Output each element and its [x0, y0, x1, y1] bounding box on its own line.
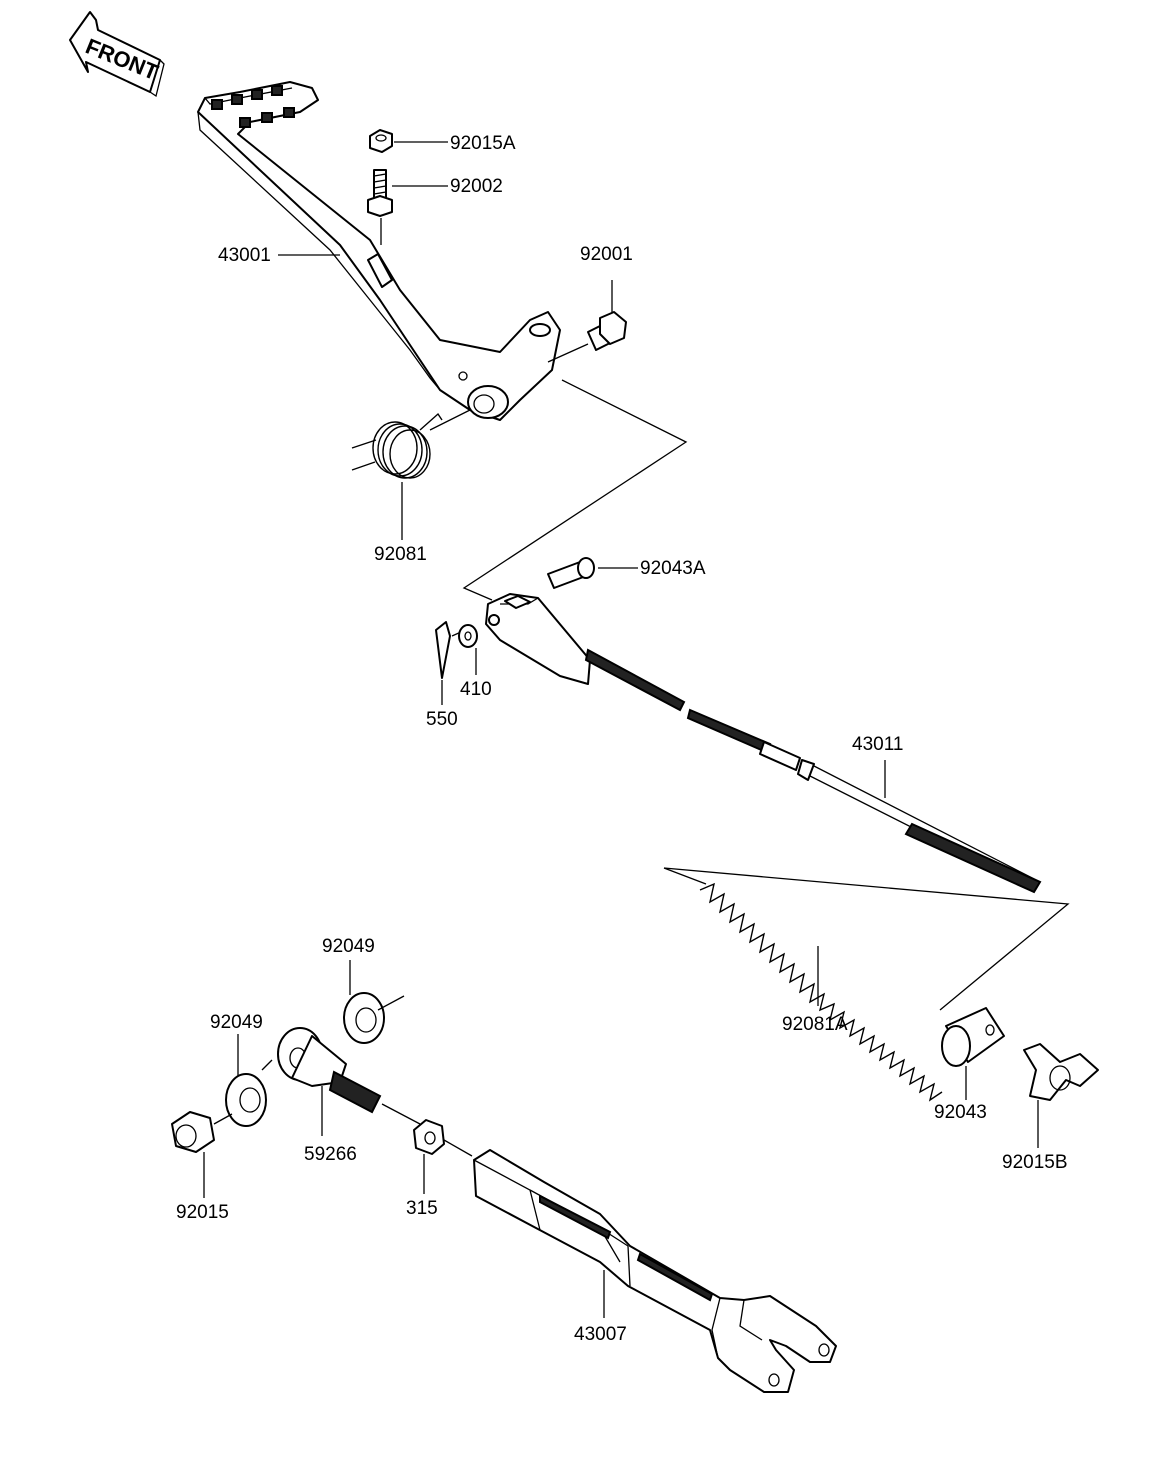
label-92015: 92015 [176, 1202, 229, 1223]
seal-92049-left: 92049 [210, 1012, 267, 1127]
label-59266: 59266 [304, 1144, 357, 1165]
seal-92049-top: 92049 [322, 936, 405, 1044]
label-43001: 43001 [218, 245, 271, 266]
label-92015A: 92015A [450, 133, 516, 154]
nut-92015A: 92015A [369, 129, 516, 154]
label-410: 410 [460, 679, 492, 700]
label-92049-top: 92049 [322, 936, 375, 957]
nut-315: 315 [406, 1119, 473, 1219]
label-92081: 92081 [374, 544, 427, 565]
label-92049-left: 92049 [210, 1012, 263, 1033]
label-315: 315 [406, 1198, 438, 1219]
spring-92081A: 92081A [699, 882, 943, 1102]
label-92002: 92002 [450, 176, 503, 197]
wing-nut-92015B: 92015B [1002, 1043, 1099, 1173]
trunnion-92043: 92043 [934, 1007, 1005, 1123]
brake-rod-43011: 43011 [584, 648, 1042, 894]
tension-rod-43007: 43007 [473, 1149, 837, 1393]
bolt-92001: 92001 [547, 244, 633, 363]
label-92043: 92043 [934, 1102, 987, 1123]
front-arrow-icon: FRONT [69, 11, 165, 98]
rod-clevis [485, 593, 591, 685]
brake-pedal-43001 [197, 81, 561, 421]
spring-92081: 92081 [351, 409, 471, 565]
washer-410: 410 [458, 624, 492, 700]
label-92081A: 92081A [782, 1014, 848, 1035]
pin-92043A: 92043A [547, 557, 706, 589]
label-550: 550 [426, 709, 458, 730]
label-92015B: 92015B [1002, 1152, 1068, 1173]
label-92001: 92001 [580, 244, 633, 265]
cotter-pin-550: 550 [426, 621, 471, 730]
nut-92015: 92015 [171, 1111, 233, 1223]
label-43011: 43011 [852, 734, 903, 755]
bolt-92002: 92002 [367, 169, 503, 245]
label-92043A: 92043A [640, 558, 706, 579]
rod-end-59266: 59266 [261, 1027, 421, 1165]
label-43007: 43007 [574, 1324, 627, 1345]
